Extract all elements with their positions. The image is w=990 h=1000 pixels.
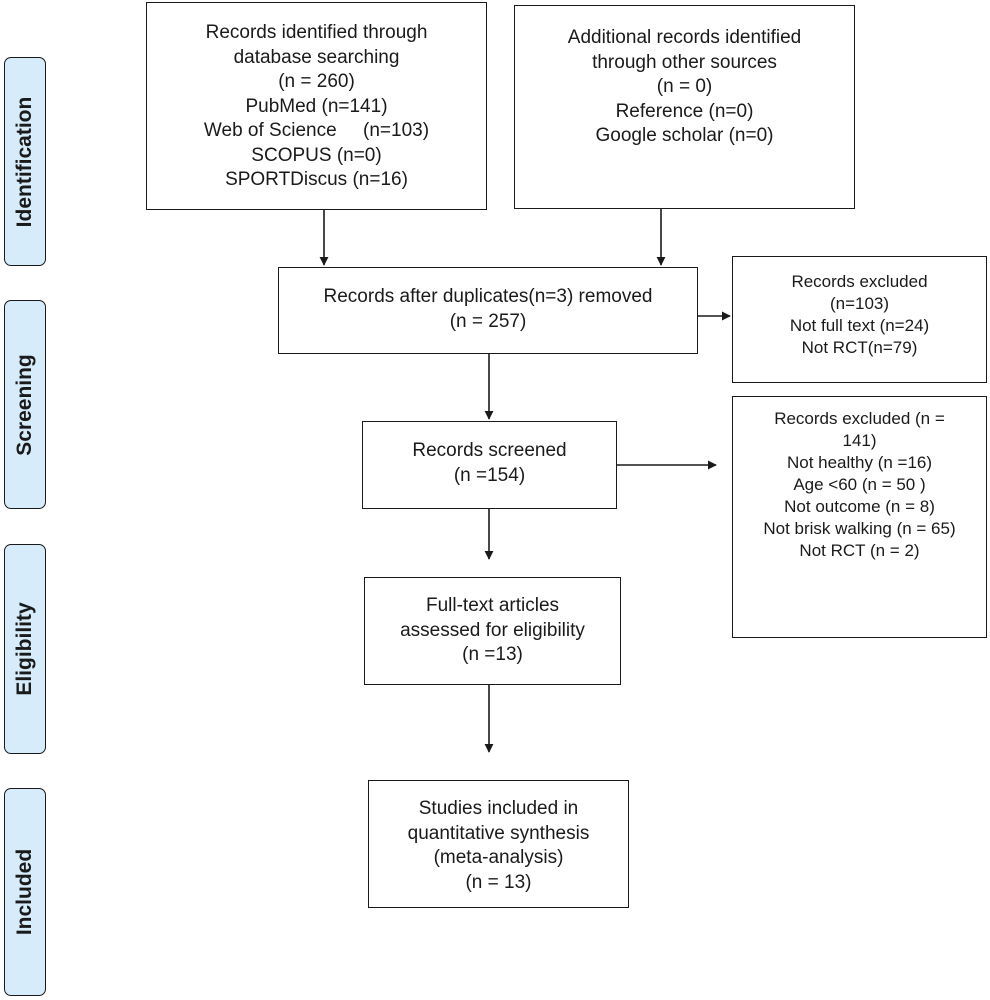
box-line: Not outcome (n = 8) xyxy=(784,497,935,516)
box-line: SCOPUS (n=0) xyxy=(251,144,382,166)
box-line: Additional records identified xyxy=(567,27,802,48)
studies-included-box: Studies included in quantitative synthes… xyxy=(368,780,629,908)
box-line: Records screened xyxy=(412,440,567,461)
box-line: (n = 260) xyxy=(278,71,355,92)
box-line: Studies included in xyxy=(418,798,579,819)
box-line: (n=103) xyxy=(829,294,890,313)
box-line: through other sources xyxy=(592,51,777,73)
box-line: Age <60 (n = 50 ) xyxy=(793,475,926,494)
box-line: (n =154) xyxy=(453,464,526,486)
box-line: Not full text (n=24) xyxy=(789,316,930,335)
phase-included: Included xyxy=(4,788,46,996)
box-line: SPORTDiscus (n=16) xyxy=(225,169,408,190)
box-line: (n =13) xyxy=(462,644,523,665)
box-line: Google scholar (n=0) xyxy=(595,125,774,146)
box-line: assessed for eligibility xyxy=(400,619,585,641)
records-excluded-box-2: Records excluded (n = 141) Not healthy (… xyxy=(732,396,987,638)
box-line: Not brisk walking (n = 65) xyxy=(763,519,956,538)
box-line: Records excluded (n = xyxy=(774,409,945,428)
box-line: (meta-analysis) xyxy=(433,847,564,868)
box-line: Not RCT(n=79) xyxy=(801,338,918,357)
box-line: quantitative synthesis xyxy=(407,822,590,844)
box-line: Records identified through xyxy=(205,22,428,43)
box-line: Records excluded xyxy=(791,272,928,291)
database-search-box: Records identified through database sear… xyxy=(146,2,487,210)
box-line: database searching xyxy=(233,46,400,68)
box-line: Records after duplicates(n=3) removed xyxy=(323,286,653,307)
box-line: Full-text articles xyxy=(425,595,560,616)
other-sources-box: Additional records identified through ot… xyxy=(514,5,855,209)
box-line: Not healthy (n =16) xyxy=(786,453,933,472)
box-line: Reference (n=0) xyxy=(615,100,754,122)
box-line: (n = 257) xyxy=(449,310,527,332)
records-screened-box: Records screened (n =154) xyxy=(362,421,617,509)
duplicates-removed-box: Records after duplicates(n=3) removed (n… xyxy=(278,267,698,354)
box-line: (n = 13) xyxy=(465,871,532,893)
box-line: Web of Science (n=103) xyxy=(203,120,430,141)
phase-identification: Identification xyxy=(4,57,46,266)
box-line: (n = 0) xyxy=(656,76,713,97)
box-line: 141) xyxy=(842,431,877,450)
phase-eligibility: Eligibility xyxy=(4,544,46,754)
records-excluded-box-1: Records excluded (n=103) Not full text (… xyxy=(732,256,987,383)
box-line: Not RCT (n = 2) xyxy=(799,541,920,560)
box-line: PubMed (n=141) xyxy=(245,95,388,117)
phase-screening: Screening xyxy=(4,300,46,509)
full-text-articles-box: Full-text articles assessed for eligibil… xyxy=(364,577,621,685)
